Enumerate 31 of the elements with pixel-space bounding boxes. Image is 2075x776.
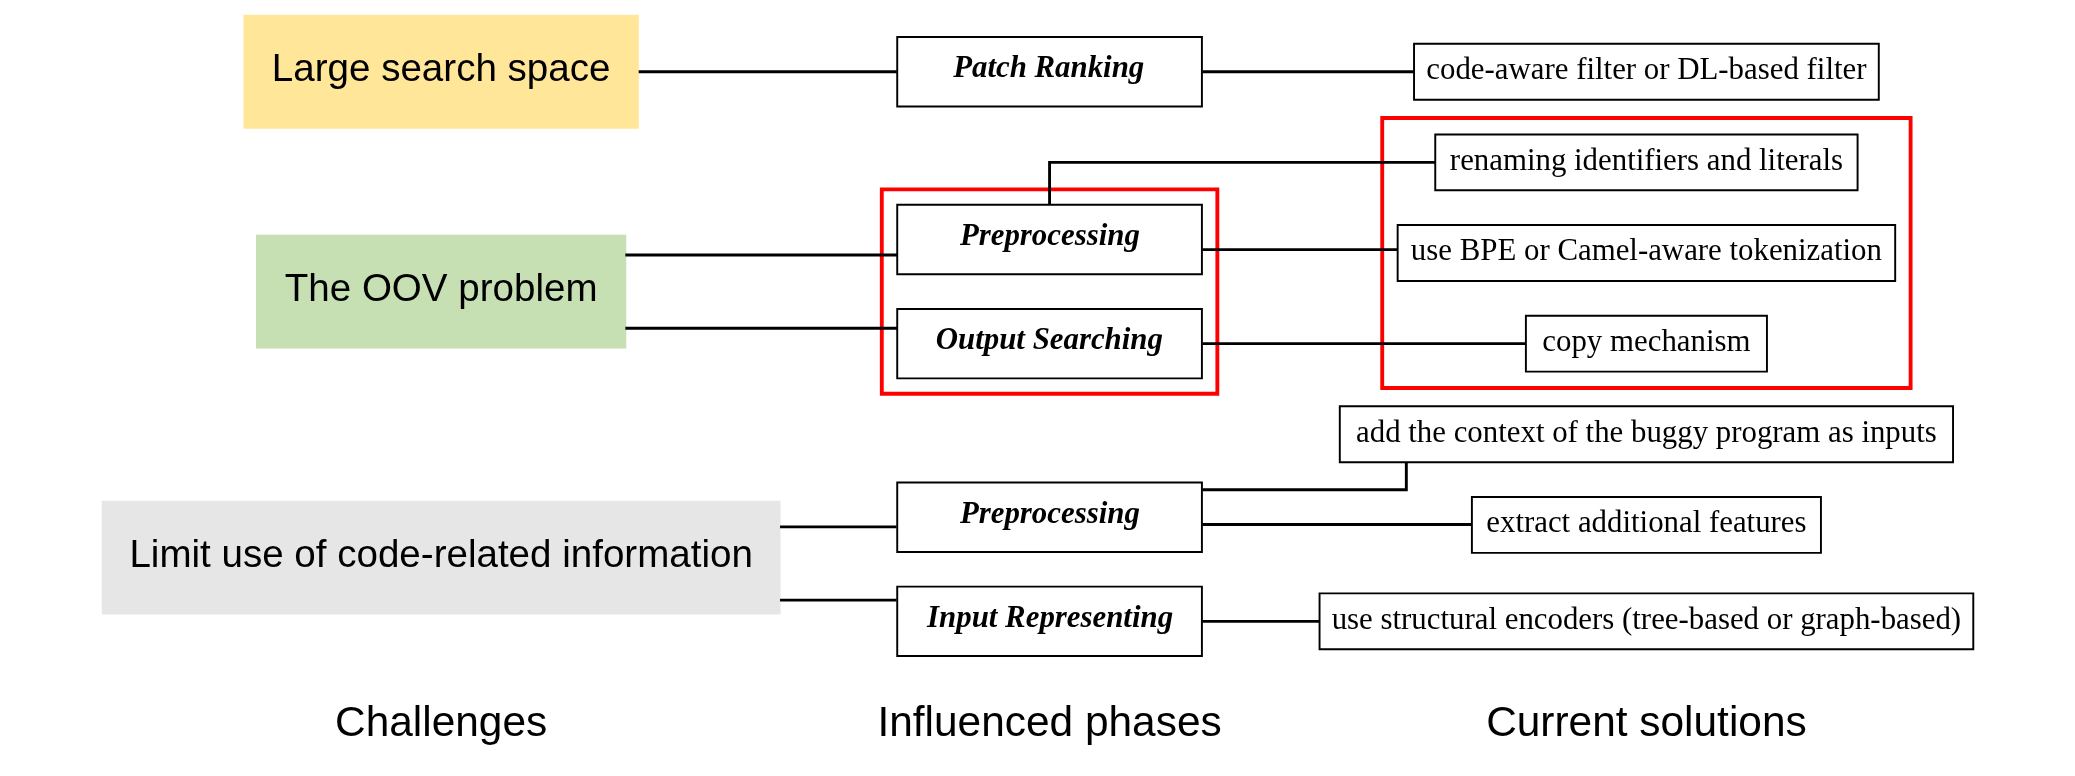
node-box: Preprocessing bbox=[895, 203, 1203, 276]
label: Challenges bbox=[334, 698, 547, 746]
connector bbox=[779, 525, 897, 529]
node-box: Limit use of code-related information bbox=[101, 500, 781, 615]
label: Current solutions bbox=[1485, 698, 1807, 746]
connector bbox=[1202, 342, 1526, 346]
node-box: code-aware filter or DL-based filter bbox=[1412, 42, 1880, 101]
connector bbox=[624, 326, 897, 330]
node-box: Input Representing bbox=[895, 585, 1203, 657]
cluster bbox=[1379, 116, 1913, 390]
connector bbox=[1202, 70, 1414, 74]
connector bbox=[779, 598, 897, 602]
node-box: The OOV problem bbox=[255, 234, 626, 349]
node-box: Patch Ranking bbox=[895, 36, 1203, 108]
connector bbox=[1047, 160, 1435, 205]
node-box: Large search space bbox=[243, 14, 639, 129]
connector bbox=[1202, 619, 1319, 623]
node-box: copy mechanism bbox=[1524, 314, 1768, 373]
node-box: add the context of the buggy program as inputs bbox=[1338, 405, 1954, 464]
cluster bbox=[879, 187, 1219, 396]
node-box: extract additional features bbox=[1470, 496, 1822, 554]
node-box: renaming identifiers and literals bbox=[1433, 133, 1859, 192]
connector bbox=[1202, 523, 1472, 526]
node-box: Preprocessing bbox=[895, 481, 1203, 553]
connector bbox=[1202, 248, 1397, 252]
connector bbox=[638, 70, 897, 74]
label: Influenced phases bbox=[876, 698, 1222, 746]
connector bbox=[624, 253, 897, 257]
node-box: use structural encoders (tree-based or graph-based) bbox=[1318, 592, 1974, 651]
node-box: Output Searching bbox=[895, 307, 1203, 380]
node-box: use BPE or Camel-aware tokenization bbox=[1396, 224, 1896, 282]
